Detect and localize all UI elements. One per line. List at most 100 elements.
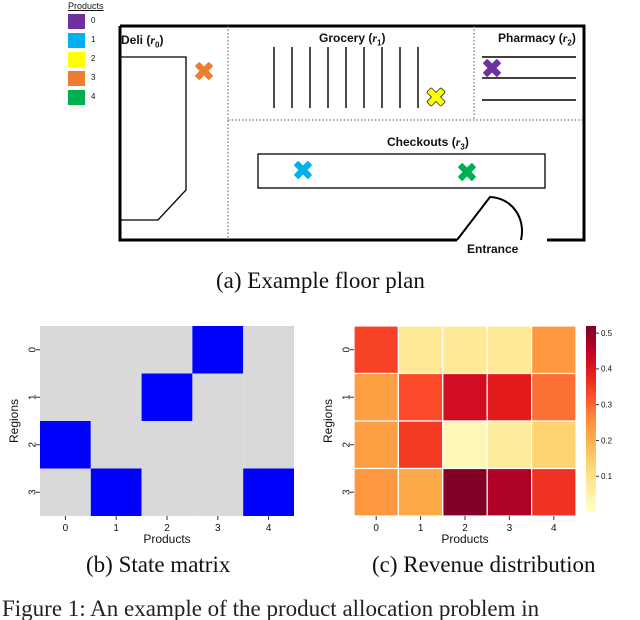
heatmap-cell-r2-c2 [442, 420, 488, 470]
floor-plan [118, 24, 586, 242]
x-tick-label: 2 [164, 523, 170, 534]
legend-label: 2 [91, 54, 96, 63]
y-tick-label: 3 [28, 489, 39, 495]
heatmap-cell-r1-c2 [442, 372, 488, 422]
heatmap-cell-r1-c0 [353, 372, 400, 422]
heatmap-cell-r2-c4 [243, 421, 294, 469]
heatmap-cell-r0-c2 [442, 325, 488, 375]
caption-c: (c) Revenue distribution [372, 552, 596, 577]
heatmap-cell-r3-c4 [243, 468, 294, 516]
grocery-shelves [273, 47, 419, 108]
heatmap-cell-r2-c4 [530, 420, 577, 470]
figure-caption-footer: Figure 1: An example of the product allo… [2, 596, 540, 620]
legend-swatch [68, 71, 85, 86]
x-tick-label: 3 [215, 523, 221, 534]
heatmap-cell-r1-c4 [530, 372, 577, 422]
pharmacy-shelves [482, 56, 576, 101]
heatmap-cell-r3-c1 [90, 468, 142, 516]
y-tick-label: 0 [342, 347, 353, 353]
heatmap-cell-r0-c4 [530, 325, 577, 375]
heatmap-cell-r1-c3 [486, 372, 533, 422]
y-axis-label: Regions [321, 399, 335, 443]
heatmap-cell-r3-c0 [40, 468, 91, 516]
product-marker-0-icon [483, 59, 501, 77]
heatmap-cell-r2-c1 [397, 420, 444, 470]
heatmap-cell-r2-c0 [353, 420, 400, 470]
legend-swatch [68, 14, 85, 29]
y-axis-label: Regions [7, 399, 21, 443]
heatmap-cell-r1-c3 [192, 373, 244, 421]
heatmap-cell-r1-c4 [243, 373, 294, 421]
heatmap-cell-r3-c1 [397, 467, 444, 517]
heatmap-cell-r3-c3 [486, 467, 533, 517]
heatmap-cell-r1-c0 [40, 373, 91, 421]
x-tick-label: 4 [266, 523, 272, 534]
y-tick-label: 2 [342, 442, 353, 448]
x-tick-label: 1 [418, 523, 424, 534]
entrance-door [456, 195, 523, 241]
heatmap-cell-r1-c1 [397, 372, 444, 422]
deli-counter [120, 56, 187, 221]
entrance-label: Entrance [467, 242, 519, 256]
checkout-counter [257, 153, 546, 189]
colorbar-tick-label: 0.1 [601, 472, 613, 481]
legend-swatch [68, 90, 85, 105]
product-marker-2-icon [426, 87, 446, 107]
heatmap-cell-r3-c2 [141, 468, 193, 516]
y-tick-label: 0 [28, 347, 39, 353]
heatmap-cell-r3-c3 [192, 468, 244, 516]
region-label-grocery: Grocery (r1) [319, 31, 386, 48]
floor-plan-outer-wall-left [118, 26, 457, 242]
x-axis-label: Products [143, 532, 190, 546]
heatmap-cell-r2-c3 [192, 421, 244, 469]
y-tick-label: 1 [28, 394, 39, 400]
heatmap-cell-r1-c2 [141, 373, 193, 421]
legend-swatch [68, 52, 85, 67]
heatmap-cell-r2-c0 [40, 421, 91, 469]
region-label-checkouts: Checkouts (r3) [387, 135, 469, 152]
y-tick-label: 3 [342, 489, 353, 495]
floor-plan-outer-wall [120, 24, 586, 242]
colorbar-tick-label: 0.3 [601, 400, 613, 409]
x-tick-label: 2 [462, 523, 468, 534]
heatmap-cell-r3-c0 [353, 467, 400, 517]
caption-a: (a) Example floor plan [216, 268, 425, 293]
colorbar-tick-label: 0.4 [601, 365, 613, 374]
heatmap-cell-r0-c1 [397, 325, 444, 375]
heatmap-cell-r2-c3 [486, 420, 533, 470]
heatmap-cell-r3-c4 [530, 467, 577, 517]
heatmap-cell-r2-c1 [90, 421, 142, 469]
heatmap-cell-r0-c2 [141, 326, 193, 374]
product-marker-4-icon [458, 163, 476, 181]
heatmap-cell-r2-c2 [141, 421, 193, 469]
product-marker-3-icon [195, 62, 213, 80]
legend-label: 3 [91, 73, 96, 82]
product-marker-1-icon [294, 161, 312, 179]
heatmap-cell-r3-c2 [442, 467, 488, 517]
region-label-pharmacy: Pharmacy (r2) [498, 31, 576, 48]
region-label-deli: Deli (r0) [121, 33, 164, 50]
legend-label: 0 [91, 16, 96, 25]
x-tick-label: 0 [373, 523, 379, 534]
colorbar-tick-label: 0.5 [601, 329, 613, 338]
heatmap-cell-r0-c4 [243, 326, 294, 374]
heatmap-cell-r0-c3 [486, 325, 533, 375]
x-tick-label: 4 [551, 523, 557, 534]
y-tick-label: 1 [342, 394, 353, 400]
y-tick-label: 2 [28, 442, 39, 448]
caption-b: (b) State matrix [86, 552, 231, 577]
x-tick-label: 0 [63, 523, 69, 534]
legend-title: Products [68, 1, 104, 11]
x-axis-label: Products [441, 532, 488, 546]
x-tick-label: 3 [507, 523, 513, 534]
heatmap-cell-r1-c1 [90, 373, 142, 421]
heatmap-cell-r0-c0 [40, 326, 91, 374]
heatmap-cell-r0-c1 [90, 326, 142, 374]
legend-label: 4 [91, 92, 96, 101]
heatmap-cell-r0-c0 [353, 325, 400, 375]
x-tick-label: 1 [113, 523, 119, 534]
colorbar [586, 326, 596, 512]
